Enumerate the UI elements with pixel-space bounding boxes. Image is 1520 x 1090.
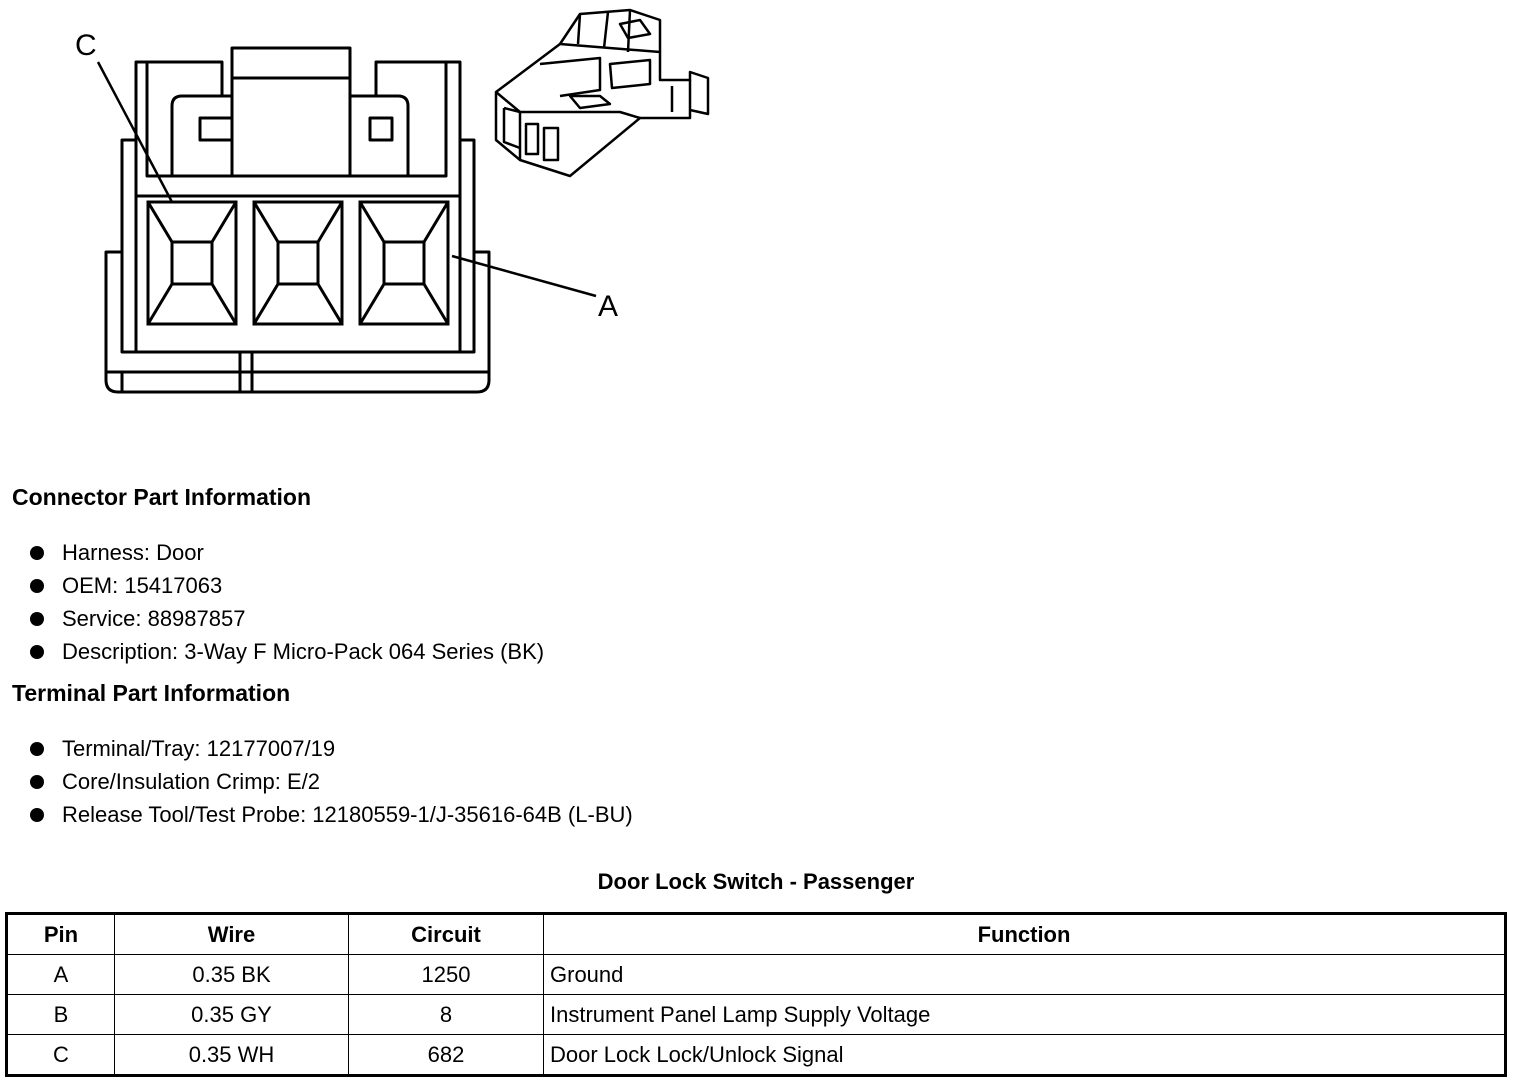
connector-diagram: C A bbox=[75, 8, 710, 394]
bullet-icon bbox=[30, 612, 44, 626]
cell-circuit: 682 bbox=[348, 1034, 544, 1076]
cell-function: Instrument Panel Lamp Supply Voltage bbox=[543, 994, 1506, 1035]
header-wire: Wire bbox=[114, 913, 349, 955]
bullet-icon bbox=[30, 546, 44, 560]
header-circuit: Circuit bbox=[348, 913, 544, 955]
callout-a: A bbox=[598, 290, 618, 323]
list-item: Description: 3-Way F Micro-Pack 064 Seri… bbox=[30, 635, 544, 668]
cell-pin: C bbox=[6, 1034, 115, 1076]
cell-wire: 0.35 BK bbox=[114, 954, 349, 995]
list-item: Terminal/Tray: 12177007/19 bbox=[30, 732, 633, 765]
cell-wire: 0.35 GY bbox=[114, 994, 349, 1035]
header-pin: Pin bbox=[6, 913, 115, 955]
table-row: A 0.35 BK 1250 Ground bbox=[6, 954, 1506, 995]
list-item: Release Tool/Test Probe: 12180559-1/J-35… bbox=[30, 798, 633, 831]
list-item: Harness: Door bbox=[30, 536, 544, 569]
table-header-row: Pin Wire Circuit Function bbox=[6, 913, 1506, 955]
connector-info-list: Harness: Door OEM: 15417063 Service: 889… bbox=[30, 536, 544, 668]
pinout-table: Pin Wire Circuit Function A 0.35 BK 1250… bbox=[5, 912, 1507, 1077]
bullet-icon bbox=[30, 645, 44, 659]
bullet-icon bbox=[30, 808, 44, 822]
cell-circuit: 1250 bbox=[348, 954, 544, 995]
terminal-info-list: Terminal/Tray: 12177007/19 Core/Insulati… bbox=[30, 732, 633, 831]
connector-info-heading: Connector Part Information bbox=[12, 484, 312, 510]
cell-pin: B bbox=[6, 994, 115, 1035]
bullet-icon bbox=[30, 579, 44, 593]
terminal-info-heading: Terminal Part Information bbox=[12, 680, 291, 706]
connector-isometric-icon bbox=[494, 8, 710, 178]
table-row: B 0.35 GY 8 Instrument Panel Lamp Supply… bbox=[6, 994, 1506, 1035]
table-title: Door Lock Switch - Passenger bbox=[597, 869, 915, 894]
callout-c: C bbox=[75, 29, 97, 62]
list-item: Core/Insulation Crimp: E/2 bbox=[30, 765, 633, 798]
header-function: Function bbox=[543, 913, 1506, 955]
bullet-icon bbox=[30, 775, 44, 789]
cell-circuit: 8 bbox=[348, 994, 544, 1035]
cell-function: Ground bbox=[543, 954, 1506, 995]
table-row: C 0.35 WH 682 Door Lock Lock/Unlock Sign… bbox=[6, 1034, 1506, 1076]
list-item: OEM: 15417063 bbox=[30, 569, 544, 602]
bullet-icon bbox=[30, 742, 44, 756]
cell-function: Door Lock Lock/Unlock Signal bbox=[543, 1034, 1506, 1076]
cell-pin: A bbox=[6, 954, 115, 995]
cell-wire: 0.35 WH bbox=[114, 1034, 349, 1076]
list-item: Service: 88987857 bbox=[30, 602, 544, 635]
